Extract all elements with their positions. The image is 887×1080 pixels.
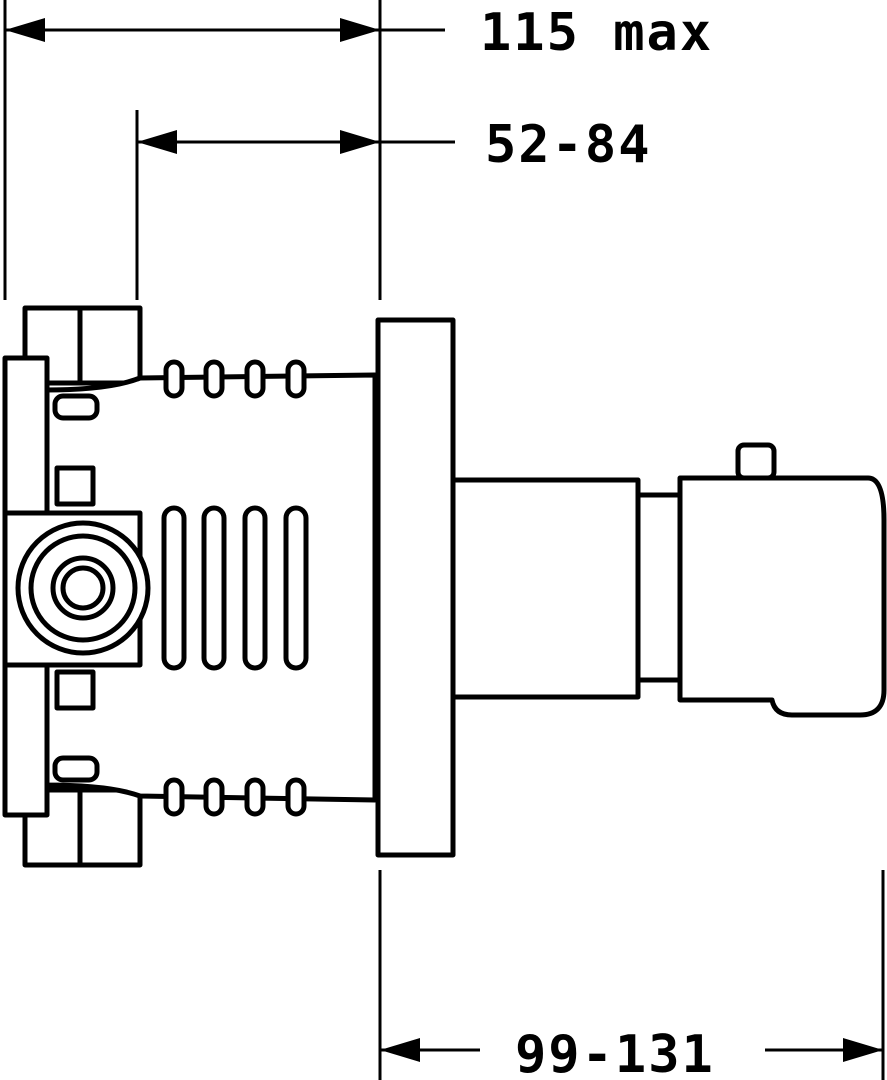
screw-lower-1 — [54, 669, 96, 711]
trim-collar — [635, 492, 683, 683]
dimension-label-overall-depth: 115 max — [480, 3, 713, 63]
handle-knob — [735, 442, 777, 481]
trim-sleeve — [450, 477, 641, 700]
valve-body — [2, 305, 378, 868]
mounting-plate-upper — [2, 355, 50, 516]
dimension-label-protrusion-range: 99-131 — [515, 1025, 715, 1080]
screw-upper-1 — [52, 393, 100, 421]
mounting-plate-lower — [2, 662, 50, 818]
screw-upper-2 — [54, 465, 96, 507]
flange-plate — [375, 317, 456, 858]
dimension-overall-depth: 115 max — [5, 3, 713, 63]
dimension-protrusion-range: 99-131 — [380, 1025, 883, 1080]
valve-trim — [450, 442, 887, 718]
dimension-label-adjustment-range: 52-84 — [485, 115, 652, 175]
screw-lower-2 — [52, 755, 100, 783]
dimension-adjustment-range: 52-84 — [137, 115, 652, 175]
handle-cap — [677, 475, 887, 718]
